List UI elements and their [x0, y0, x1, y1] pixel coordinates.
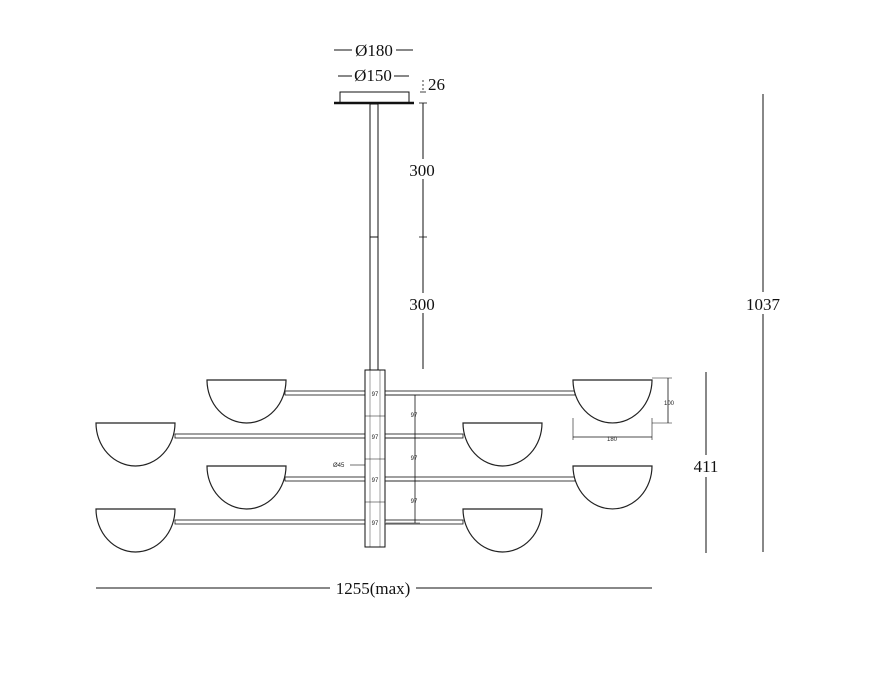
cluster-height-label: 411: [694, 457, 719, 476]
central-hub: 97 97 97 97 Ø45: [333, 369, 386, 548]
hub-segment-3-label: 97: [372, 478, 379, 484]
rod-dimensions: 26 300 300: [404, 75, 445, 369]
canopy-inner-diameter-label: Ø150: [354, 66, 392, 85]
shade-tier1-right: [572, 379, 653, 424]
total-width-label: 1255(max): [336, 579, 411, 598]
tier-spacing-3-label: 97: [411, 499, 418, 505]
hub-segment-4-label: 97: [372, 521, 379, 527]
shade-tier1-left: [206, 379, 287, 424]
cluster-height-dimension: 411: [688, 372, 724, 553]
shades: [95, 379, 653, 553]
hub-diameter-label: Ø45: [333, 463, 345, 469]
shade-width-label: 180: [607, 437, 618, 443]
shade-tier3-left: [206, 465, 287, 510]
total-width-dimension: 1255(max): [96, 578, 652, 598]
canopy-height-label: 26: [428, 75, 445, 94]
total-height-dimension: 1037: [740, 94, 786, 552]
canopy-outer-diameter-label: Ø180: [355, 41, 393, 60]
rod-upper-label: 300: [409, 161, 435, 180]
hub-segment-2-label: 97: [372, 435, 379, 441]
shade-tier3-right: [572, 465, 653, 510]
shade-height-label: 100: [664, 401, 675, 407]
tier-spacing-dims: 97 97 97: [386, 394, 420, 524]
hub-segment-1-label: 97: [372, 392, 379, 398]
tier-spacing-1-label: 97: [411, 413, 418, 419]
shade-tier4-left: [95, 508, 176, 553]
canopy-diameter-dims: Ø180 Ø150: [334, 41, 413, 85]
shade-tier2-left: [95, 422, 176, 467]
total-height-label: 1037: [746, 295, 781, 314]
shade-dimensions: 100 180: [572, 377, 675, 443]
shade-tier4-right: [462, 508, 543, 553]
tier-spacing-2-label: 97: [411, 456, 418, 462]
shade-tier2-right: [462, 422, 543, 467]
ceiling-canopy: [334, 91, 414, 105]
suspension-rod: [369, 103, 379, 371]
rod-lower-label: 300: [409, 295, 435, 314]
